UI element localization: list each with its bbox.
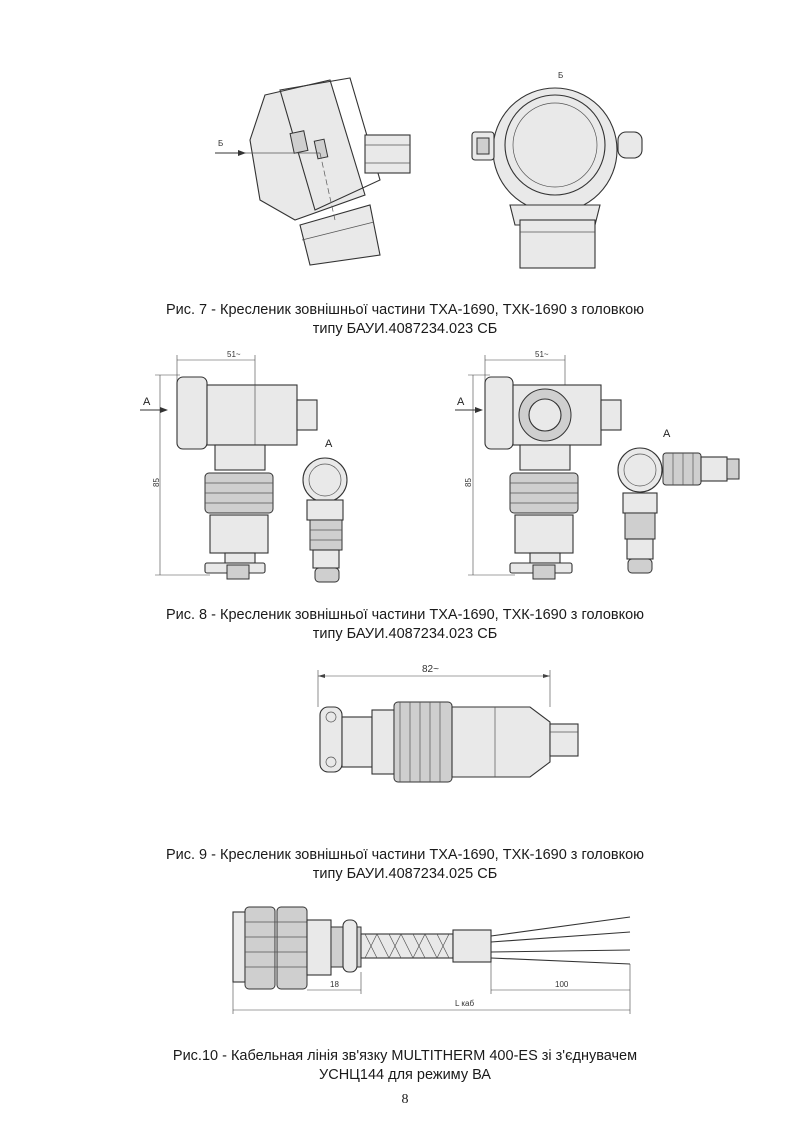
figure-9-caption: Рис. 9 - Кресленик зовнішньої частини ТХ… (0, 846, 810, 884)
figure-7-caption: Рис. 7 - Кресленик зовнішньої частини ТХ… (0, 301, 810, 339)
fig8-view-left-label: A (325, 438, 333, 450)
figure-9-drawing: 82~ (300, 662, 590, 787)
figure-7-caption-line-1: Рис. 7 - Кресленик зовнішньої частини ТХ… (165, 302, 645, 318)
figure-9-caption-line-1: Рис. 9 - Кресленик зовнішньої частини ТХ… (165, 847, 645, 863)
fig8-arrow-right-label: A (457, 396, 465, 408)
fig10-dim-a: 18 (330, 980, 339, 989)
page-number: 8 (401, 1092, 409, 1107)
fig10-dim-b: 100 (555, 980, 569, 989)
fig8-arrow-left-label: A (143, 396, 151, 408)
fig7-view-mark-label: Б (558, 71, 563, 80)
fig9-dim-length: 82~ (422, 664, 439, 675)
figure-8-caption-line-1: Рис. 8 - Кресленик зовнішньої частини ТХ… (165, 607, 645, 623)
fig7-front-view: Б (471, 71, 643, 269)
figure-10-caption-line-2: УСНЦ144 для режиму ВА (319, 1067, 491, 1083)
figure-8-drawing: 51~ 85 A A (135, 345, 770, 595)
fig8-dim-width-left: 51~ (227, 350, 241, 359)
figure-10-caption-line-1: Рис.10 - Кабельная лінія зв'язку MULTITH… (172, 1048, 638, 1064)
figure-9-caption-line-2: типу БАУИ.4087234.025 СБ (312, 866, 498, 882)
fig8-view-right-label: A (663, 428, 671, 440)
figure-10-caption: Рис.10 - Кабельная лінія зв'язку MULTITH… (0, 1047, 810, 1085)
fig8-dim-height-right: 85 (464, 478, 473, 487)
fig8-dim-height-left: 85 (152, 478, 161, 487)
figure-8-caption-line-2: типу БАУИ.4087234.023 СБ (312, 626, 498, 642)
fig7-side-view: Б (215, 77, 411, 266)
fig8-right-assembly: 51~ 85 A A (455, 350, 740, 580)
figure-8-caption: Рис. 8 - Кресленик зовнішньої частини ТХ… (0, 606, 810, 644)
fig8-left-assembly: 51~ 85 A A (140, 350, 348, 583)
fig8-dim-width-right: 51~ (535, 350, 549, 359)
figure-7-caption-line-2: типу БАУИ.4087234.023 СБ (312, 321, 498, 337)
figure-10-drawing: 18 100 L каб (225, 902, 645, 1022)
fig7-view-arrow-label: Б (218, 139, 223, 148)
figure-7-drawing: Б Б (190, 60, 670, 275)
fig10-dim-c: L каб (455, 999, 475, 1008)
